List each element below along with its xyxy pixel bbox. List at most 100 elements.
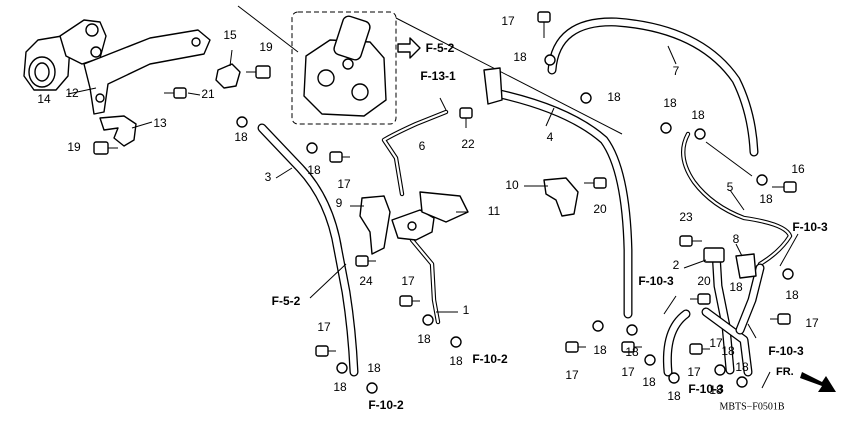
pipe-6 [381,109,449,197]
callout-number: 18 [667,389,681,403]
bolt-19-left [93,141,118,155]
callout-number: 17 [565,368,579,382]
callout-number: 7 [673,64,680,78]
modulator-inset [291,11,397,125]
callout-number: 17 [337,177,351,191]
callout-number: 18 [417,332,431,346]
callout-number: 17 [709,336,723,350]
washer-18 [236,116,248,128]
bolt-19-top [246,65,271,79]
hose-lower-right [701,263,765,377]
callout-number: 18 [513,50,527,64]
callout-number: 18 [709,383,723,397]
joint-2 [703,247,725,263]
callout-number: 17 [687,365,701,379]
callout-number: 24 [359,274,373,288]
joint-upper-mount [483,67,503,105]
callout-number: 18 [691,108,705,122]
reference-label: F-5-2 [426,41,455,55]
inset-leader-right [395,17,623,135]
callout-number: 18 [625,345,639,359]
callout-number: 18 [735,360,749,374]
callout-number: 17 [501,14,515,28]
reference-label: F-10-3 [792,220,828,234]
bolt-17 [329,151,350,163]
callout-number: 18 [307,163,321,177]
washer-18 [644,354,656,366]
callout-number: 18 [333,380,347,394]
hose-7 [547,17,759,157]
washer-18 [756,174,768,186]
bolt-17 [399,295,420,307]
washer-18 [626,324,638,336]
callout-number: 4 [547,130,554,144]
washer-18 [544,54,556,66]
bolt-23 [679,235,702,247]
callout-number: 18 [449,354,463,368]
callout-number: 13 [153,116,167,130]
washer-18 [580,92,592,104]
bolt-17 [770,313,791,325]
callout-number: 18 [759,192,773,206]
callout-number: 9 [336,196,343,210]
callout-number: 17 [317,320,331,334]
clamp-11 [419,191,469,223]
reference-label: F-10-3 [688,382,724,396]
bolt-20 [584,177,607,189]
callout-number: 21 [201,87,215,101]
callout-number: 22 [461,137,475,151]
callout-number: 16 [791,162,805,176]
callout-number: 18 [642,375,656,389]
bolt-20 [690,293,711,305]
pipe-5 [681,131,793,267]
washer-18 [366,382,378,394]
ref-arrow-outline [397,37,421,59]
reference-label: F-10-3 [768,344,804,358]
valve-body-assembly [23,19,107,91]
hose-2 [662,247,735,377]
callout-number: 10 [505,178,519,192]
front-direction-arrow: FR. [776,366,836,392]
callout-number: 14 [37,92,51,106]
bolt-17 [621,341,642,353]
figure-code: MBTS−F0501B [719,401,784,412]
callout-number: 18 [785,288,799,302]
reference-label: F-10-3 [638,274,674,288]
callout-number: 8 [733,232,740,246]
callout-numbers: 1 2 3 4 5 6 7 8 9 10 11 12 13 14 15 16 1… [37,14,819,403]
callout-number: 18 [721,344,735,358]
reference-label: F-5-2 [272,294,301,308]
hose-clamp-9 [359,195,391,255]
callout-number: 17 [401,274,415,288]
pipe-1 [409,237,441,325]
callout-number: 18 [729,280,743,294]
bolt-17 [537,11,551,38]
washer-18 [660,122,672,134]
direction-label: FR. [776,366,794,378]
reference-label: F-10-2 [472,352,508,366]
callout-number: 6 [419,139,426,153]
callout-number: 18 [593,343,607,357]
inset-leader-left [237,5,299,53]
callout-number: 18 [663,96,677,110]
washer-18 [714,364,726,376]
callout-number: 19 [67,140,81,154]
bolt-17 [689,343,710,355]
callout-number: 18 [367,361,381,375]
callout-number: 23 [679,210,693,224]
hose-3 [257,123,359,377]
washer-18 [336,362,348,374]
washer-18 [694,128,706,140]
reference-label: F-13-1 [420,69,456,83]
callout-number: 20 [697,274,711,288]
callout-number: 17 [805,316,819,330]
callout-number: 12 [65,86,79,100]
washer-18 [668,372,680,384]
washer-18 [450,336,462,348]
three-way-joint [391,209,435,241]
hose-clamp-13 [99,115,137,147]
washer-18 [422,314,434,326]
callout-number: 17 [621,365,635,379]
callout-number: 18 [607,90,621,104]
